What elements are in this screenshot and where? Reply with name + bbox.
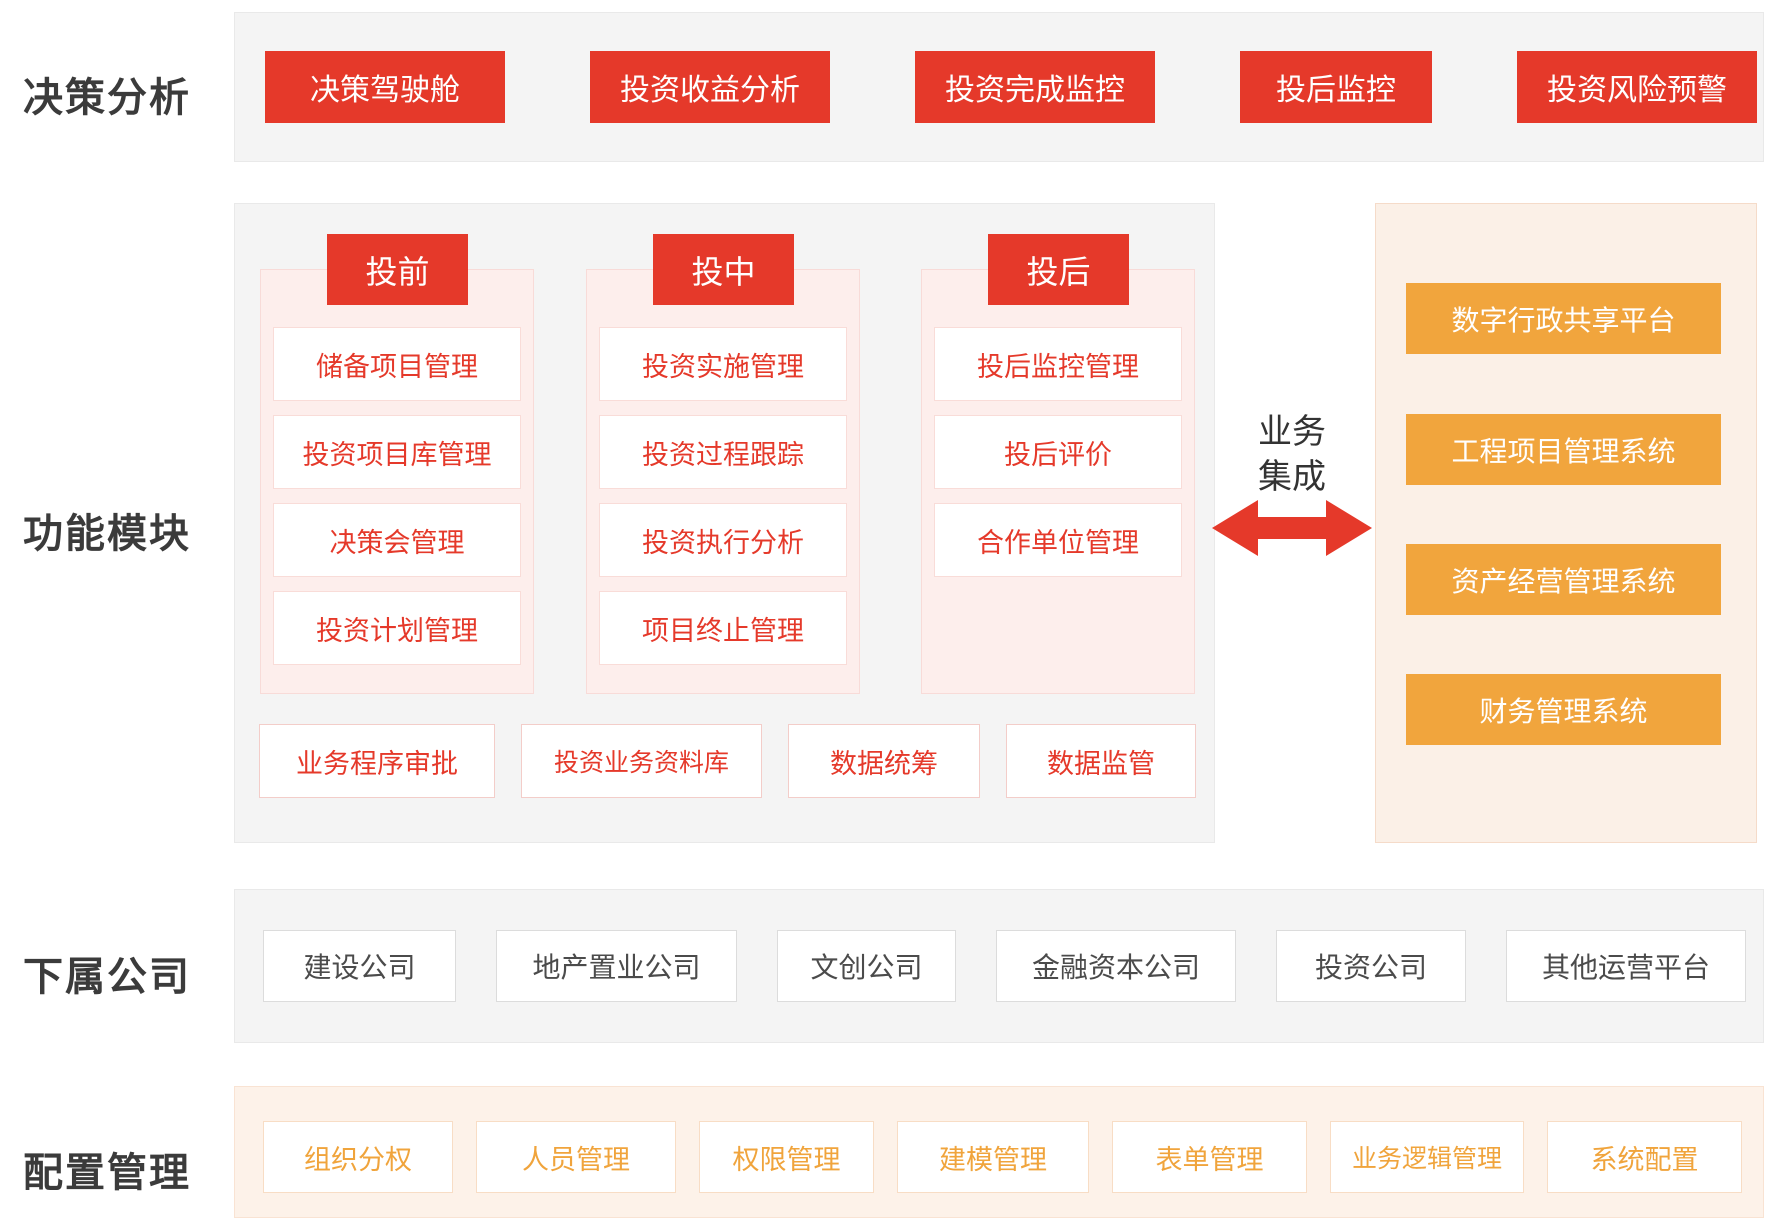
config-box: 业务逻辑管理 (1330, 1121, 1524, 1193)
config-box: 人员管理 (476, 1121, 676, 1193)
shared-module-box: 数据监管 (1006, 724, 1196, 798)
phase-panel-pre: 储备项目管理 投资项目库管理 决策会管理 投资计划管理 (260, 269, 534, 694)
module-box: 投资过程跟踪 (599, 415, 847, 489)
external-system-button: 财务管理系统 (1406, 674, 1721, 745)
subsidiary-box: 金融资本公司 (996, 930, 1236, 1002)
module-box: 储备项目管理 (273, 327, 521, 401)
module-box: 投资项目库管理 (273, 415, 521, 489)
function-modules-band: 投前 投中 投后 储备项目管理 投资项目库管理 决策会管理 投资计划管理 投资实… (234, 203, 1215, 843)
integration-label-line1: 业务 (1258, 413, 1326, 451)
section-label-subsidiaries: 下属公司 (23, 955, 191, 999)
module-box: 投后监控管理 (934, 327, 1182, 401)
subsidiary-box: 建设公司 (263, 930, 456, 1002)
decision-analysis-band: 决策驾驶舱 投资收益分析 投资完成监控 投后监控 投资风险预警 (234, 12, 1764, 162)
arrow-shaft (1254, 517, 1330, 539)
subsidiary-box: 其他运营平台 (1506, 930, 1746, 1002)
double-arrow-icon (1212, 500, 1372, 556)
module-box: 项目终止管理 (599, 591, 847, 665)
decision-button: 投资收益分析 (590, 51, 830, 123)
module-box: 投后评价 (934, 415, 1182, 489)
module-box: 投资实施管理 (599, 327, 847, 401)
module-box: 投资执行分析 (599, 503, 847, 577)
configuration-band: 组织分权 人员管理 权限管理 建模管理 表单管理 业务逻辑管理 系统配置 (234, 1086, 1764, 1218)
module-box: 决策会管理 (273, 503, 521, 577)
config-box: 组织分权 (263, 1121, 453, 1193)
phase-panel-post: 投后监控管理 投后评价 合作单位管理 (921, 269, 1195, 694)
integration-label-line2: 集成 (1258, 458, 1326, 496)
decision-button: 投后监控 (1240, 51, 1432, 123)
module-box: 合作单位管理 (934, 503, 1182, 577)
subsidiary-box: 文创公司 (777, 930, 956, 1002)
phase-header-post: 投后 (988, 234, 1129, 305)
config-box: 表单管理 (1112, 1121, 1307, 1193)
subsidiary-box: 地产置业公司 (496, 930, 737, 1002)
section-label-function-modules: 功能模块 (23, 512, 191, 556)
arrow-left-head-icon (1212, 500, 1258, 556)
module-box: 投资计划管理 (273, 591, 521, 665)
phase-panel-mid: 投资实施管理 投资过程跟踪 投资执行分析 项目终止管理 (586, 269, 860, 694)
config-box: 系统配置 (1547, 1121, 1742, 1193)
external-system-button: 数字行政共享平台 (1406, 283, 1721, 354)
shared-module-box: 业务程序审批 (259, 724, 495, 798)
phase-header-pre: 投前 (327, 234, 468, 305)
subsidiaries-band: 建设公司 地产置业公司 文创公司 金融资本公司 投资公司 其他运营平台 (234, 889, 1764, 1043)
shared-module-box: 投资业务资料库 (521, 724, 762, 798)
shared-modules-row: 业务程序审批 投资业务资料库 数据统筹 数据监管 (259, 724, 1196, 798)
shared-module-box: 数据统筹 (788, 724, 980, 798)
section-label-decision-analysis: 决策分析 (23, 76, 191, 120)
external-system-button: 资产经营管理系统 (1406, 544, 1721, 615)
decision-button: 投资完成监控 (915, 51, 1155, 123)
integration-label: 业务 集成 (1212, 410, 1372, 500)
config-box: 建模管理 (897, 1121, 1089, 1193)
section-label-configuration: 配置管理 (23, 1151, 191, 1195)
subsidiary-box: 投资公司 (1276, 930, 1466, 1002)
phase-header-mid: 投中 (653, 234, 794, 305)
decision-button: 投资风险预警 (1517, 51, 1757, 123)
config-box: 权限管理 (699, 1121, 874, 1193)
decision-button: 决策驾驶舱 (265, 51, 505, 123)
arrow-right-head-icon (1326, 500, 1372, 556)
external-systems-panel: 数字行政共享平台 工程项目管理系统 资产经营管理系统 财务管理系统 (1375, 203, 1757, 843)
external-system-button: 工程项目管理系统 (1406, 414, 1721, 485)
